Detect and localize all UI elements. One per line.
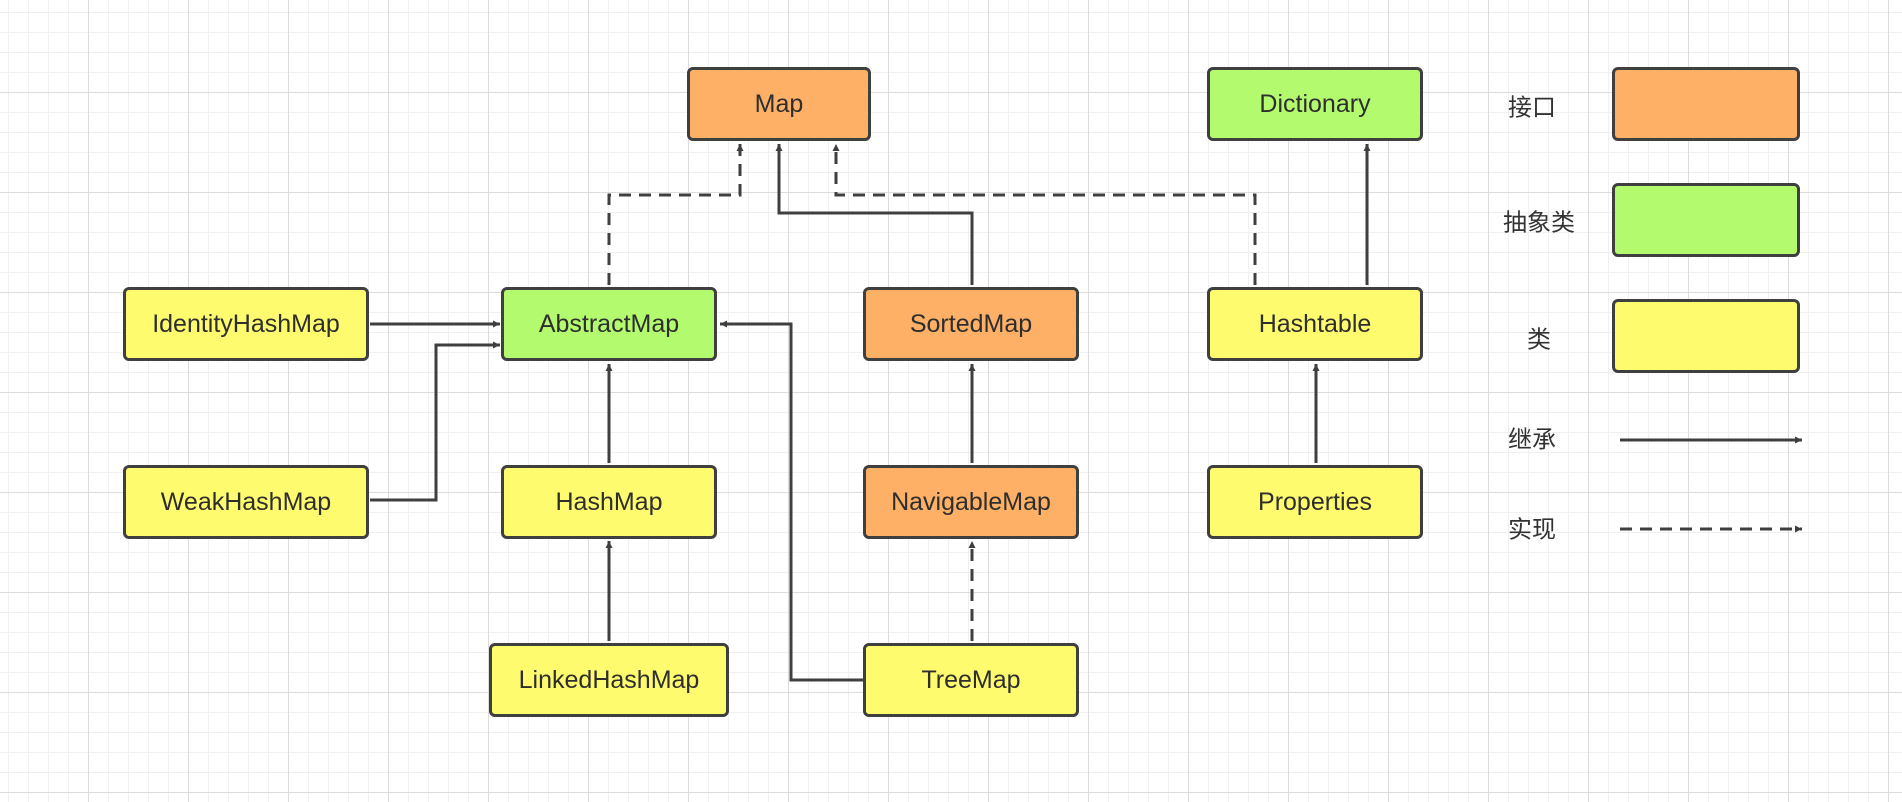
legend-interface-label: 接口 — [1508, 93, 1556, 122]
node-dictionary[interactable]: Dictionary — [1207, 67, 1423, 141]
edge-treemap-to-abstractmap — [720, 320, 863, 682]
node-identity-hash-map-label: IdentityHashMap — [152, 309, 340, 338]
node-navigable-map[interactable]: NavigableMap — [863, 465, 1079, 539]
node-dictionary-label: Dictionary — [1259, 89, 1371, 118]
legend-implement-label: 实现 — [1508, 515, 1556, 544]
legend-class-swatch — [1612, 299, 1800, 373]
legend-abstract-swatch — [1612, 183, 1800, 257]
node-map[interactable]: Map — [687, 67, 871, 141]
node-sorted-map[interactable]: SortedMap — [863, 287, 1079, 361]
legend-class-label: 类 — [1527, 325, 1551, 354]
node-weak-hash-map-label: WeakHashMap — [160, 487, 332, 516]
node-sorted-map-label: SortedMap — [909, 309, 1033, 338]
legend-interface-swatch — [1612, 67, 1800, 141]
node-hashtable-label: Hashtable — [1258, 309, 1372, 338]
edge-abstractmap-to-map — [607, 144, 744, 285]
node-map-label: Map — [754, 89, 804, 118]
node-hash-map[interactable]: HashMap — [501, 465, 717, 539]
node-tree-map-label: TreeMap — [921, 665, 1021, 694]
node-identity-hash-map[interactable]: IdentityHashMap — [123, 287, 369, 361]
edge-sortedmap-to-map — [775, 144, 974, 285]
legend-abstract-label: 抽象类 — [1503, 208, 1575, 237]
node-tree-map[interactable]: TreeMap — [863, 643, 1079, 717]
node-navigable-map-label: NavigableMap — [891, 487, 1051, 516]
edge-hashtable-to-map — [832, 144, 1257, 285]
node-linked-hash-map[interactable]: LinkedHashMap — [489, 643, 729, 717]
legend-inherit-label: 继承 — [1508, 425, 1556, 454]
edge-weakhashmap-to-abstractmap — [370, 341, 500, 502]
node-weak-hash-map[interactable]: WeakHashMap — [123, 465, 369, 539]
node-properties-label: Properties — [1258, 487, 1372, 516]
node-hashtable[interactable]: Hashtable — [1207, 287, 1423, 361]
node-abstract-map[interactable]: AbstractMap — [501, 287, 717, 361]
node-abstract-map-label: AbstractMap — [538, 309, 680, 338]
node-hash-map-label: HashMap — [555, 487, 663, 516]
node-linked-hash-map-label: LinkedHashMap — [518, 665, 700, 694]
node-properties[interactable]: Properties — [1207, 465, 1423, 539]
